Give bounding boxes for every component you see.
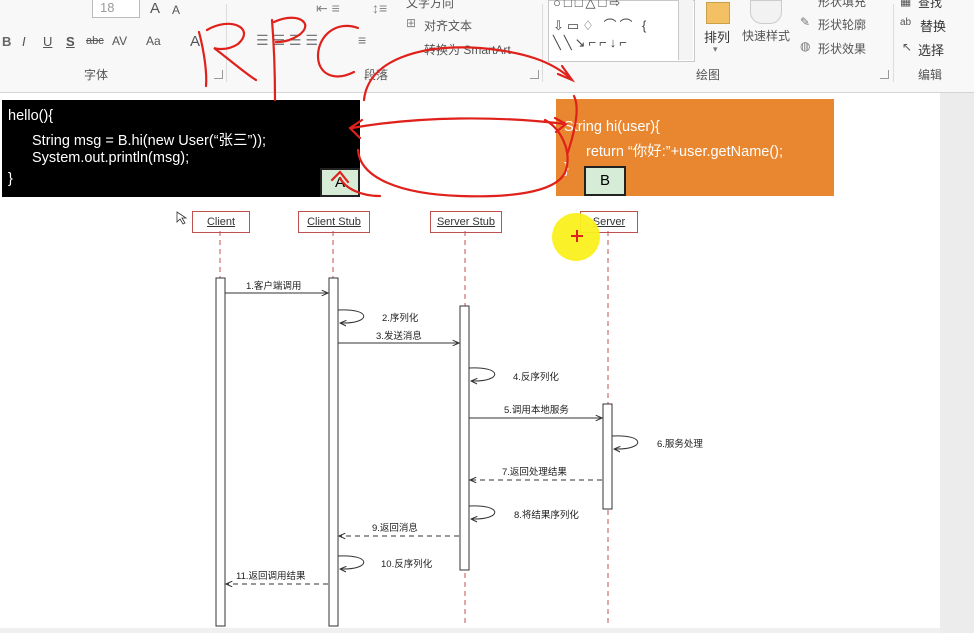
shape-outline-icon: ✎ — [800, 15, 811, 29]
font-shrink-button[interactable]: A — [172, 3, 181, 17]
char-spacing-button[interactable]: AV — [112, 34, 128, 48]
text-direction-button[interactable]: 文字方向 — [406, 0, 455, 10]
line-spacing-icon[interactable]: ↕≡ — [372, 0, 388, 16]
self-message-arrow — [611, 435, 639, 449]
convert-smartart-button[interactable]: 转换为 SmartArt — [424, 43, 511, 57]
shadow-button[interactable]: S — [66, 34, 75, 49]
group-label-editing: 编辑 — [918, 68, 943, 82]
paragraph-dialog-launcher[interactable] — [530, 70, 539, 79]
replace-button[interactable]: 替换 — [920, 19, 947, 34]
bold-button[interactable]: B — [2, 34, 12, 49]
arrange-dropdown-icon[interactable]: ▾ — [713, 44, 718, 54]
quick-styles-button[interactable]: 快速样式 — [742, 29, 791, 43]
self-message-arrow — [468, 505, 496, 519]
select-icon: ↖ — [902, 40, 913, 54]
strikethrough-button[interactable]: abc — [86, 35, 104, 47]
activation-bar — [215, 277, 226, 627]
self-message-arrow — [337, 309, 365, 323]
shapes-scroll[interactable] — [678, 0, 693, 60]
cursor-highlight — [552, 213, 600, 261]
group-label-font: 字体 — [84, 68, 109, 82]
clear-format-button[interactable]: A — [190, 33, 201, 50]
group-label-drawing: 绘图 — [696, 68, 721, 82]
font-size-box[interactable] — [92, 0, 140, 18]
font-dialog-launcher[interactable] — [214, 70, 223, 79]
shapes-row-1[interactable]: ○□□△□⇨ — [553, 0, 624, 10]
shapes-row-2[interactable]: ⇩▭♢ ⌒⌒ { — [553, 18, 650, 33]
message-label: 8.将结果序列化 — [514, 510, 579, 521]
font-grow-button[interactable]: A — [150, 0, 161, 17]
arrange-button[interactable]: 排列 — [704, 30, 731, 45]
message-label: 4.反序列化 — [513, 372, 559, 383]
change-case-button[interactable]: Aa — [146, 34, 161, 48]
workspace-margin — [940, 93, 974, 633]
activation-bar — [459, 305, 470, 571]
message-label: 9.返回消息 — [372, 523, 418, 534]
shapes-row-3[interactable]: ╲╲↘⌐⌐↓⌐ — [553, 35, 630, 50]
shape-fill-button[interactable]: 形状填充 — [818, 0, 867, 9]
align-text-button[interactable]: 对齐文本 — [424, 19, 473, 33]
select-button[interactable]: 选择 — [918, 43, 945, 58]
find-icon: ▦ — [900, 0, 912, 8]
message-label: 5.调用本地服务 — [504, 405, 569, 416]
code-line: String msg = B.hi(new User(“张三”)); — [32, 133, 267, 149]
separator — [542, 4, 543, 82]
font-size-value[interactable]: 18 — [100, 0, 115, 15]
message-label: 3.发送消息 — [376, 331, 422, 342]
arrange-icon[interactable] — [706, 2, 730, 24]
align-text-icon: ⊞ — [406, 16, 417, 30]
tag-b[interactable]: B — [584, 166, 626, 196]
self-message-arrow — [337, 555, 365, 569]
shape-effects-button[interactable]: 形状效果 — [818, 42, 867, 56]
code-line: System.out.println(msg); — [32, 150, 190, 166]
separator — [226, 4, 227, 82]
drawing-dialog-launcher[interactable] — [880, 70, 889, 79]
lifeline-client[interactable]: Client — [192, 211, 250, 233]
message-label: 10.反序列化 — [381, 559, 433, 570]
message-label: 1.客户端调用 — [246, 281, 302, 292]
find-button[interactable]: 查找 — [918, 0, 943, 10]
pen-annotation — [197, 16, 578, 198]
shape-outline-button[interactable]: 形状轮廓 — [818, 18, 867, 32]
message-label: 7.返回处理结果 — [502, 467, 567, 478]
replace-icon: ab — [900, 17, 912, 28]
code-line: hello(){ — [8, 108, 54, 124]
ribbon: 18 A A B I U S abc AV Aa A 字体 ☰ ☰ ☰ ☰ ≡ … — [0, 0, 974, 93]
message-label: 2.序列化 — [382, 313, 419, 324]
underline-button[interactable]: U — [43, 34, 53, 49]
lifeline-server-stub[interactable]: Server Stub — [430, 211, 502, 233]
code-block-a[interactable]: hello(){ String msg = B.hi(new User(“张三”… — [2, 100, 360, 197]
message-label: 11.返回调用结果 — [236, 571, 306, 582]
code-line: } — [8, 171, 13, 187]
indent-icon[interactable]: ⇤ ≡ — [316, 0, 340, 16]
lifeline-client-stub[interactable]: Client Stub — [298, 211, 370, 233]
self-message-arrow — [468, 367, 496, 381]
quick-styles-icon[interactable] — [750, 0, 782, 24]
shapes-gallery[interactable]: ○□□△□⇨ ⇩▭♢ ⌒⌒ { ╲╲↘⌐⌐↓⌐ — [548, 0, 695, 62]
columns-icon[interactable]: ≡ — [358, 32, 367, 48]
italic-button[interactable]: I — [22, 34, 26, 49]
activation-bar — [328, 277, 339, 627]
code-line: return “你好:”+user.getName(); — [586, 144, 784, 160]
separator — [893, 4, 894, 82]
message-label: 6.服务处理 — [657, 439, 703, 450]
code-line: String hi(user){ — [564, 119, 660, 135]
shape-effects-icon: ◍ — [800, 39, 811, 53]
activation-bar — [602, 403, 613, 510]
